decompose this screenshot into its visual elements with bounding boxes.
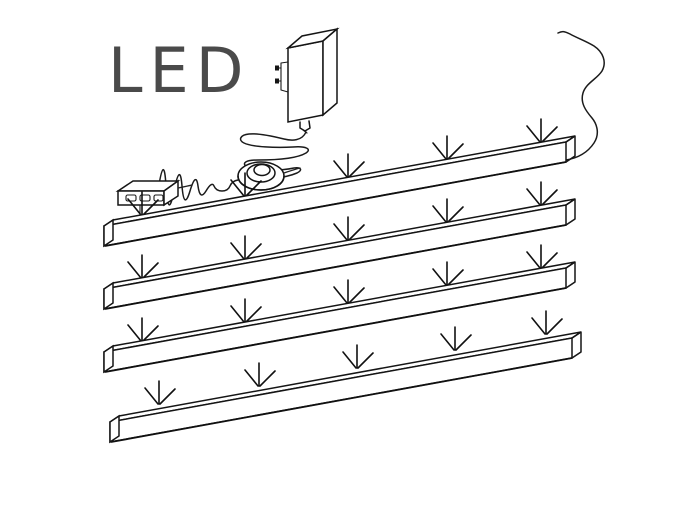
light-ray <box>230 235 262 260</box>
power-adapter <box>275 27 340 134</box>
light-ray <box>127 254 159 279</box>
distributor-ports <box>125 194 164 202</box>
light-ray <box>333 216 365 241</box>
light-ray <box>432 135 464 160</box>
light-ray <box>230 298 262 323</box>
led-wordmark: LED <box>108 34 250 107</box>
light-ray <box>144 380 176 405</box>
adapter-prongs-icon <box>275 61 289 93</box>
light-ray <box>526 244 558 269</box>
light-ray <box>432 198 464 223</box>
light-ray <box>432 261 464 286</box>
light-ray <box>526 181 558 206</box>
light-rays-bar-2 <box>127 181 558 279</box>
light-bar-top <box>103 118 576 248</box>
light-rays-bar-1 <box>127 118 558 216</box>
light-ray <box>127 317 159 342</box>
light-bar-second <box>103 181 576 311</box>
light-ray <box>127 191 159 216</box>
light-bar-bottom <box>109 310 582 444</box>
distributor-block <box>115 179 193 217</box>
light-ray <box>531 310 563 335</box>
light-ray <box>333 153 365 178</box>
light-rays-bar-3 <box>127 244 558 342</box>
light-ray <box>440 326 472 351</box>
mains-cable <box>557 30 605 161</box>
light-ray <box>244 362 276 387</box>
light-ray <box>342 344 374 369</box>
light-ray <box>333 279 365 304</box>
light-bar-third <box>103 244 576 374</box>
light-ray <box>526 118 558 143</box>
dimmer-sensor <box>237 161 301 191</box>
light-rays-bar-4 <box>144 310 563 405</box>
light-ray <box>230 172 262 197</box>
